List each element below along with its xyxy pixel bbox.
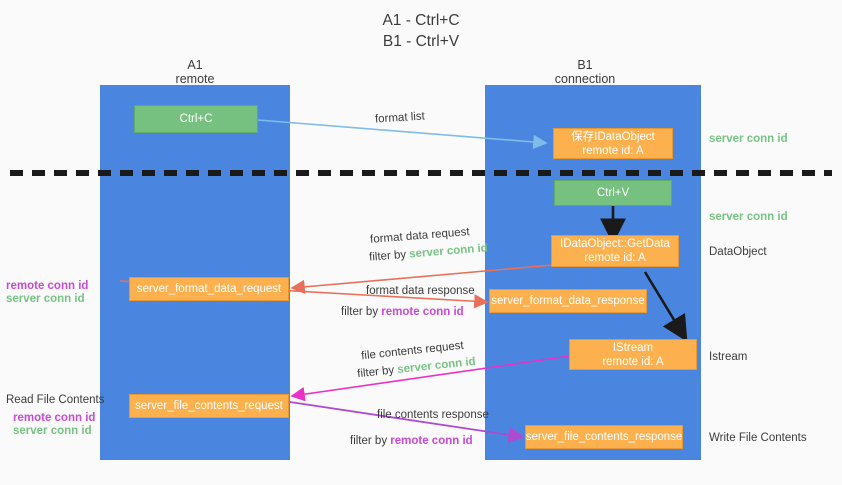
right-label-istream: Istream (709, 351, 748, 363)
box-istream-sub: remote id: A (602, 355, 664, 368)
box-istream-label: IStream (612, 341, 654, 354)
edge-label-file-contents-response: file contents response (377, 409, 489, 421)
edge-label-format-data-response: format data response (366, 285, 475, 297)
box-save-idataobject-label: 保存IDataObject (571, 130, 655, 143)
filter-value-remote-conn-id: remote conn id (381, 306, 464, 318)
box-save-idataobject[interactable]: 保存IDataObject remote id: A (553, 128, 673, 159)
page-title: A1 - Ctrl+C B1 - Ctrl+V (382, 12, 460, 50)
box-save-idataobject-sub: remote id: A (582, 144, 644, 157)
filter-value-server-conn-id: server conn id (396, 355, 477, 376)
right-label-server-conn-id-mid: server conn id (709, 211, 788, 223)
box-server-format-data-request-label: server_format_data_request (136, 283, 282, 295)
right-label-server-conn-id-top: server conn id (709, 133, 788, 145)
box-getdata-sub: remote id: A (584, 252, 646, 264)
box-server-format-data-request[interactable]: server_format_data_request (129, 277, 289, 301)
box-istream[interactable]: IStream remote id: A (569, 339, 697, 370)
lane-header-a1-name: A1 (187, 58, 203, 72)
lane-header-b1-sub: connection (554, 72, 616, 86)
filter-prefix: filter by (356, 364, 398, 381)
box-ctrl-c[interactable]: Ctrl+C (134, 105, 258, 133)
left-label-server-conn-id-low: server conn id (13, 425, 92, 437)
box-server-format-data-response-label: server_format_data_response (491, 295, 645, 307)
left-label-read-file-contents: Read File Contents (6, 394, 105, 406)
filter-value-remote-conn-id: remote conn id (390, 435, 473, 447)
box-server-file-contents-request-label: server_file_contents_request (135, 400, 283, 412)
lane-header-a1: A1 remote (140, 58, 250, 86)
filter-value-server-conn-id: server conn id (408, 242, 489, 261)
left-label-server-conn-id-mid: server conn id (6, 293, 85, 305)
lane-header-a1-sub: remote (175, 72, 215, 86)
edge-label-file-contents-response-filter: filter by remote conn id (350, 434, 473, 448)
right-label-dataobject: DataObject (709, 246, 767, 258)
filter-prefix: filter by (350, 435, 391, 447)
box-server-file-contents-response-label: server_file_contents_response (525, 431, 683, 443)
box-getdata-label: IDataObject::GetData (560, 238, 670, 250)
right-label-write-file-contents: Write File Contents (709, 432, 807, 444)
box-server-file-contents-response[interactable]: server_file_contents_response (525, 425, 683, 449)
lane-header-b1: B1 connection (530, 58, 640, 86)
box-ctrl-c-label: Ctrl+C (179, 113, 213, 125)
box-ctrl-v-label: Ctrl+V (596, 187, 630, 199)
box-getdata[interactable]: IDataObject::GetData remote id: A (551, 235, 679, 267)
box-server-file-contents-request[interactable]: server_file_contents_request (129, 394, 289, 418)
filter-prefix: filter by (341, 306, 382, 318)
box-server-format-data-response[interactable]: server_format_data_response (489, 289, 647, 313)
left-label-remote-conn-id-mid: remote conn id (6, 280, 89, 292)
lane-header-b1-name: B1 (577, 58, 593, 72)
edge-label-format-list: format list (374, 110, 426, 126)
edge-label-format-data-response-filter: filter by remote conn id (341, 305, 464, 319)
left-label-remote-conn-id-low: remote conn id (13, 412, 96, 424)
filter-prefix: filter by (368, 248, 410, 264)
box-ctrl-v[interactable]: Ctrl+V (554, 180, 672, 206)
